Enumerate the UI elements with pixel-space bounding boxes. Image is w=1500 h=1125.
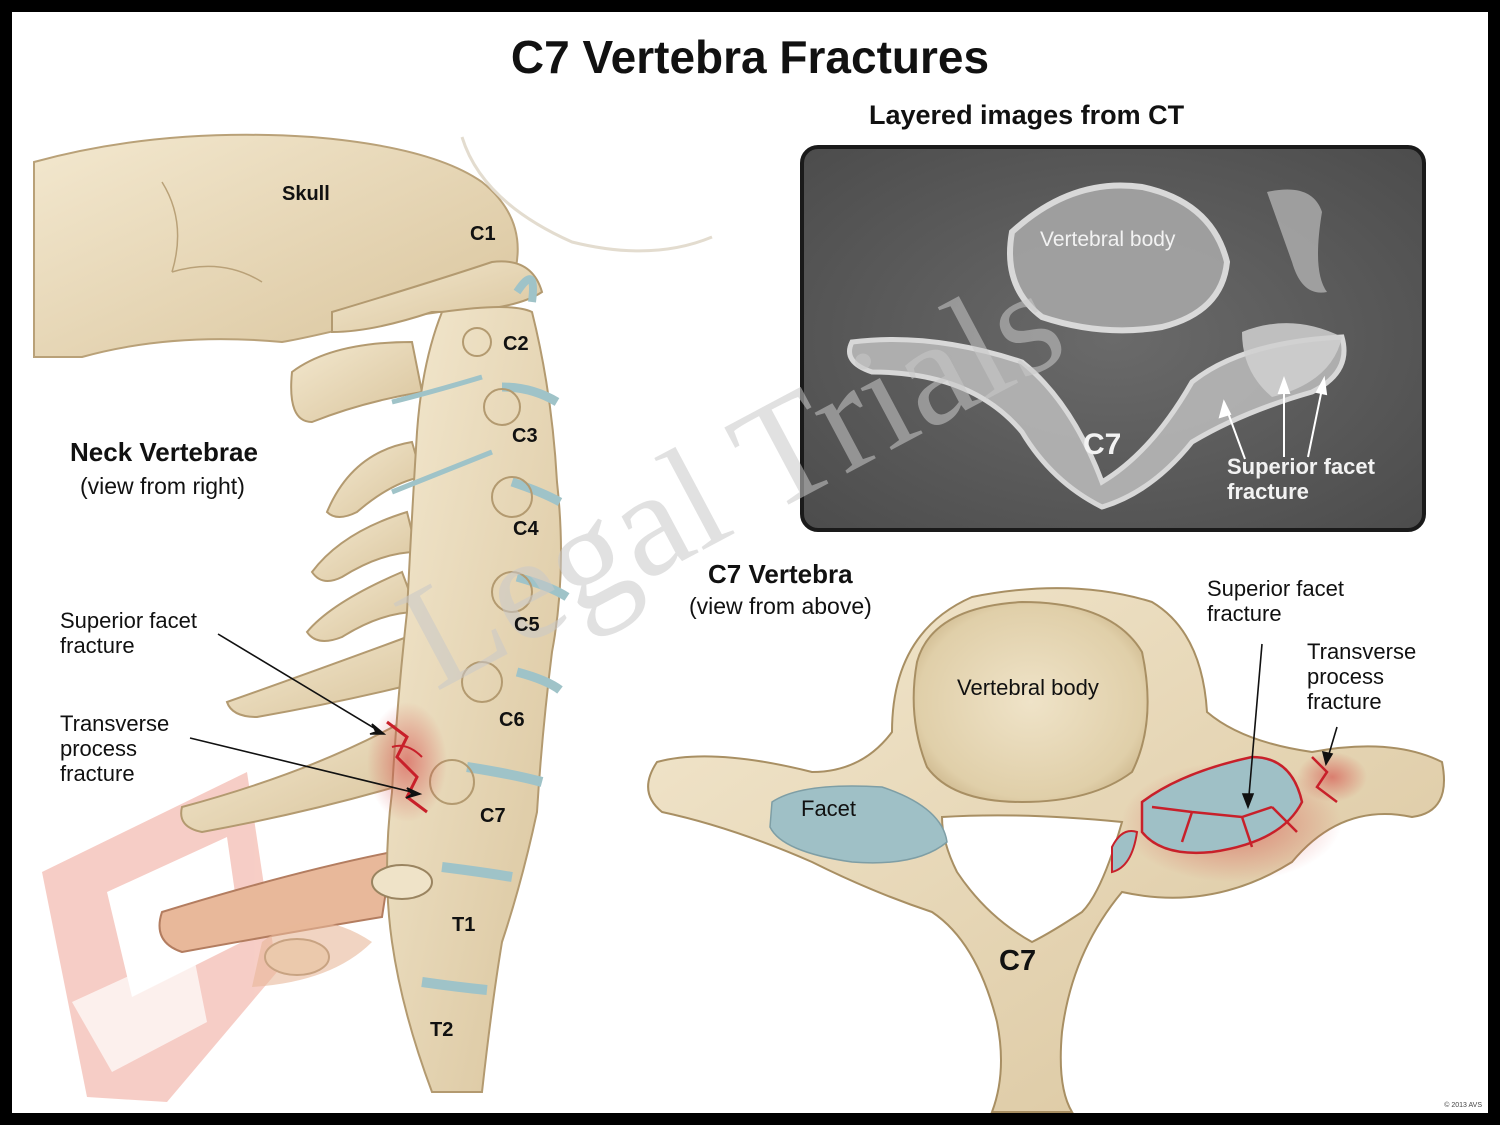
label-c2: C2 (503, 333, 529, 355)
neck-vertebrae-drawing (33, 133, 713, 1093)
c7-top-view-drawing (647, 587, 1445, 1113)
neck-transverse-process-label: Transverse process fracture (60, 711, 170, 786)
above-c7-label: C7 (999, 945, 1037, 977)
label-t1: T1 (452, 914, 476, 936)
label-c5: C5 (514, 614, 540, 636)
ct-superior-facet-label: Superior facet fracture (1227, 454, 1375, 504)
ct-c7-label: C7 (1083, 428, 1122, 461)
label-c4: C4 (513, 518, 539, 540)
copyright-text: © 2013 AVS (1444, 1102, 1482, 1109)
neck-subheading: (view from right) (80, 473, 245, 499)
label-c3: C3 (512, 425, 538, 447)
ct-image-panel (800, 145, 1426, 532)
above-heading: C7 Vertebra (708, 559, 853, 589)
label-c6: C6 (499, 709, 525, 731)
watermark-logo (42, 772, 277, 1102)
page-title: C7 Vertebra Fractures (510, 31, 990, 83)
neck-superior-facet-label: Superior facet fracture (60, 608, 197, 658)
c7-leader-lines (1241, 643, 1338, 810)
label-c7: C7 (480, 805, 506, 827)
above-transverse-process-label: Transverse process fracture (1307, 639, 1417, 714)
above-facet-label: Facet (801, 796, 857, 821)
ct-heading: Layered images from CT (869, 100, 1185, 130)
above-vertebral-body-label: Vertebral body (957, 675, 1099, 700)
label-t2: T2 (430, 1019, 454, 1041)
label-skull: Skull (282, 183, 330, 205)
label-c1: C1 (470, 223, 496, 245)
illustration-art (33, 133, 1445, 1113)
above-superior-facet-label: Superior facet fracture (1207, 576, 1344, 626)
neck-leader-lines (189, 633, 423, 799)
ct-vertebral-body-label: Vertebral body (1040, 228, 1176, 251)
above-subheading: (view from above) (689, 593, 872, 619)
illustration-frame: Legal Trials (12, 12, 1488, 1113)
neck-heading: Neck Vertebrae (70, 437, 258, 467)
